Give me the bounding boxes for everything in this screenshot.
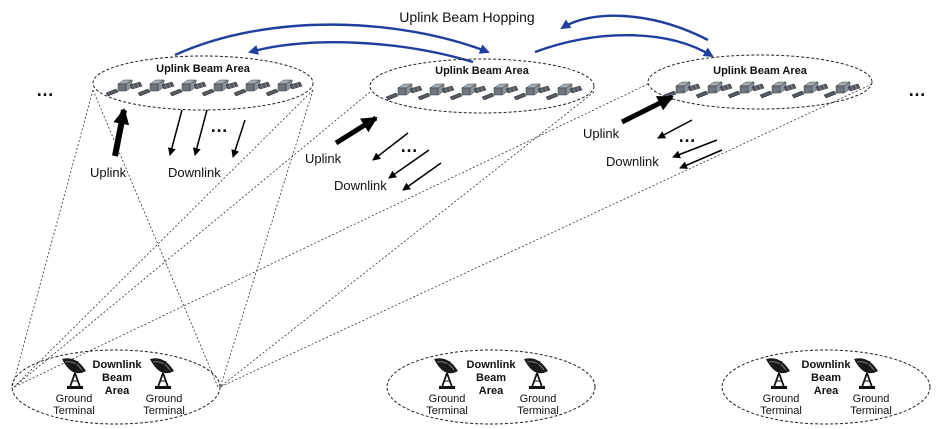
ground-terminal-label: Ground [520,393,557,405]
downlink-arrow [372,132,409,161]
ground-terminal-icon [61,357,87,390]
satellite-icon [695,81,733,99]
downlink-arrow [672,139,718,159]
downlink-area-ellipse [386,349,596,425]
ground-terminal-label: Terminal [517,405,559,417]
uplink-area-label: Uplink Beam Area [156,63,251,75]
ground-terminal-label: Terminal [143,405,185,417]
satellite-icon [791,81,829,99]
ground-terminal-label: Ground [146,393,183,405]
satellite-icon [545,83,583,101]
downlink-area-label: Downlink [802,359,852,371]
downlink-area-label: Area [814,385,839,397]
satellite-icon [513,83,551,101]
satellite-icon [385,83,423,101]
downlink-area-ellipse [721,349,931,425]
satellite-icon [137,79,175,97]
satellite-icon [823,81,861,99]
uplink-label: Uplink [305,151,342,166]
uplink-label: Uplink [90,165,127,180]
downlink-arrow [679,149,723,169]
downlink-area-label: Beam [102,372,132,384]
downlink-area-label: Area [105,385,130,397]
ground-terminal-label: Terminal [850,405,892,417]
ellipsis-inline: … [400,136,419,156]
satellite-icon [233,79,271,97]
satellite-icon [105,79,143,97]
uplink-arrow [620,94,674,125]
downlink-arrow [402,162,442,191]
downlink-area-label: Beam [811,372,841,384]
ground-terminal-icon [765,357,791,390]
satellite-icon [201,79,239,97]
ellipsis-left: … [36,80,55,100]
ground-terminal-icon [853,357,879,390]
ground-terminal-label: Ground [56,393,93,405]
uplink-area-ellipse [647,54,873,110]
uplink-area-label: Uplink Beam Area [713,65,808,77]
satellite-icon [727,81,765,99]
downlink-area-ellipse [11,349,221,425]
satellite-icon [759,81,797,99]
downlink-arrow [231,119,246,158]
downlink-area-label: Area [479,385,504,397]
ground-terminal-icon [523,357,549,390]
downlink-arrow [192,109,208,156]
ellipsis-right: … [908,80,927,100]
downlink-arrow [657,119,693,139]
ellipsis-inline: … [210,116,229,136]
satellite-icon [481,83,519,101]
ground-terminal-label: Terminal [760,405,802,417]
ground-terminal-label: Terminal [53,405,95,417]
uplink-beam-area-3: Uplink Beam Area … Uplink Downlink [583,54,873,169]
satellite-icon [449,83,487,101]
downlink-arrow [388,149,430,179]
downlink-beam-area-2: Downlink Beam Area Ground Terminal Groun… [386,349,596,425]
ground-terminal-label: Ground [763,393,800,405]
downlink-beam-area-3: Downlink Beam Area Ground Terminal Groun… [721,349,931,425]
diagram-title: Uplink Beam Hopping [399,9,534,25]
uplink-beam-area-1: Uplink Beam Area … Uplink Downlink [90,55,314,180]
uplink-area-ellipse [92,55,314,111]
downlink-label: Downlink [334,178,387,193]
downlink-arrow [167,109,183,156]
satellite-icon [417,83,455,101]
ground-terminal-label: Terminal [426,405,468,417]
uplink-arrow [112,108,130,157]
ellipsis-inline: … [678,126,697,146]
hop-arrows [174,14,714,64]
satellite-icon [265,79,303,97]
uplink-area-label: Uplink Beam Area [435,65,530,77]
ground-terminal-label: Ground [429,393,466,405]
satellite-icon [169,79,207,97]
downlink-area-label: Downlink [467,359,517,371]
downlink-area-label: Beam [476,372,506,384]
uplink-arrow [334,115,378,146]
uplink-beam-area-2: Uplink Beam Area … Uplink Downlink [305,58,595,193]
uplink-area-ellipse [369,58,595,114]
uplink-label: Uplink [583,126,620,141]
downlink-label: Downlink [606,154,659,169]
downlink-area-label: Downlink [93,359,143,371]
downlink-beam-area-1: Downlink Beam Area Ground Terminal Groun… [11,349,221,425]
downlink-label: Downlink [168,165,221,180]
ground-terminal-icon [149,357,175,390]
ground-terminal-icon [433,357,459,390]
ground-terminal-label: Ground [853,393,890,405]
projection-lines [11,83,873,389]
